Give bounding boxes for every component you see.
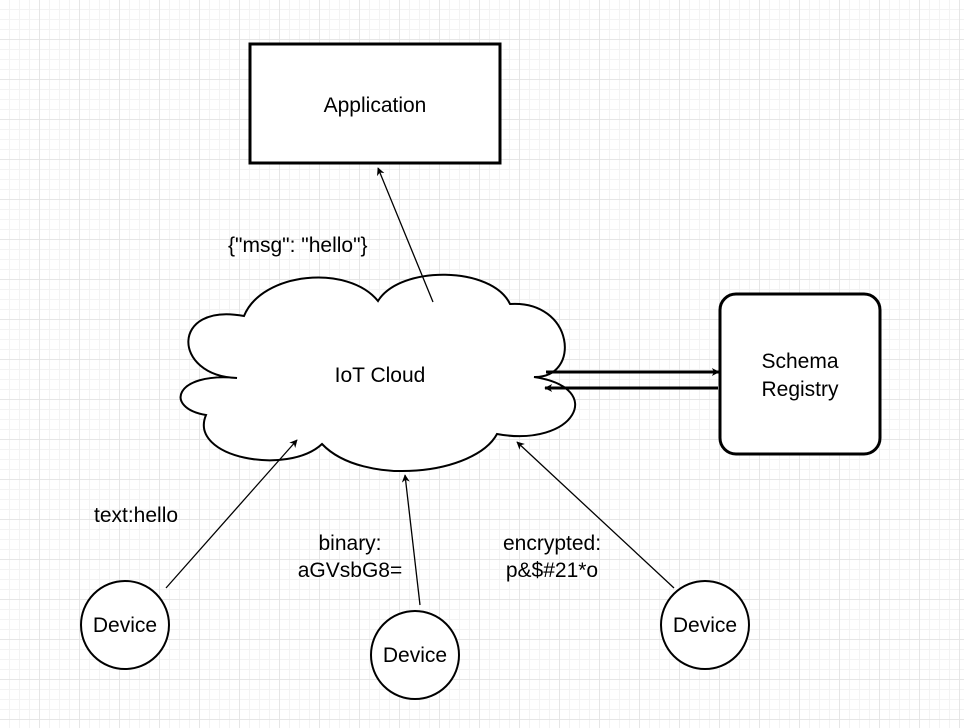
device-right-label: Device [672, 614, 738, 637]
middle-device-to-cloud-arrow [401, 474, 421, 606]
device-right-circle[interactable] [660, 580, 750, 670]
cloud-to-application-arrow [377, 167, 434, 303]
application-message-label: {"msg": "hello"} [228, 234, 368, 257]
schema-registry-box[interactable] [718, 292, 882, 456]
left-device-to-cloud-arrow [165, 439, 298, 589]
iot-cloud-label: IoT Cloud [334, 364, 426, 387]
device-middle-label: Device [382, 644, 448, 667]
device-left-label: Device [92, 614, 158, 637]
iot-cloud-shape[interactable] [179, 273, 577, 472]
device-middle-circle[interactable] [370, 610, 460, 700]
encrypted-payload-label-line1: encrypted: [502, 532, 602, 555]
binary-payload-label-line1: binary: [318, 532, 382, 555]
encrypted-payload-label-line2: p&$#21*o [505, 559, 599, 582]
application-label: Application [323, 94, 427, 117]
application-box[interactable] [248, 42, 502, 165]
binary-payload-label-line2: aGVsbG8= [297, 559, 403, 582]
right-device-to-cloud-arrow [516, 441, 675, 589]
schema-registry-label-line1: Schema [761, 350, 839, 373]
text-payload-label: text:hello [94, 504, 179, 527]
schema-registry-label-line2: Registry [761, 378, 839, 401]
device-left-circle[interactable] [80, 580, 170, 670]
